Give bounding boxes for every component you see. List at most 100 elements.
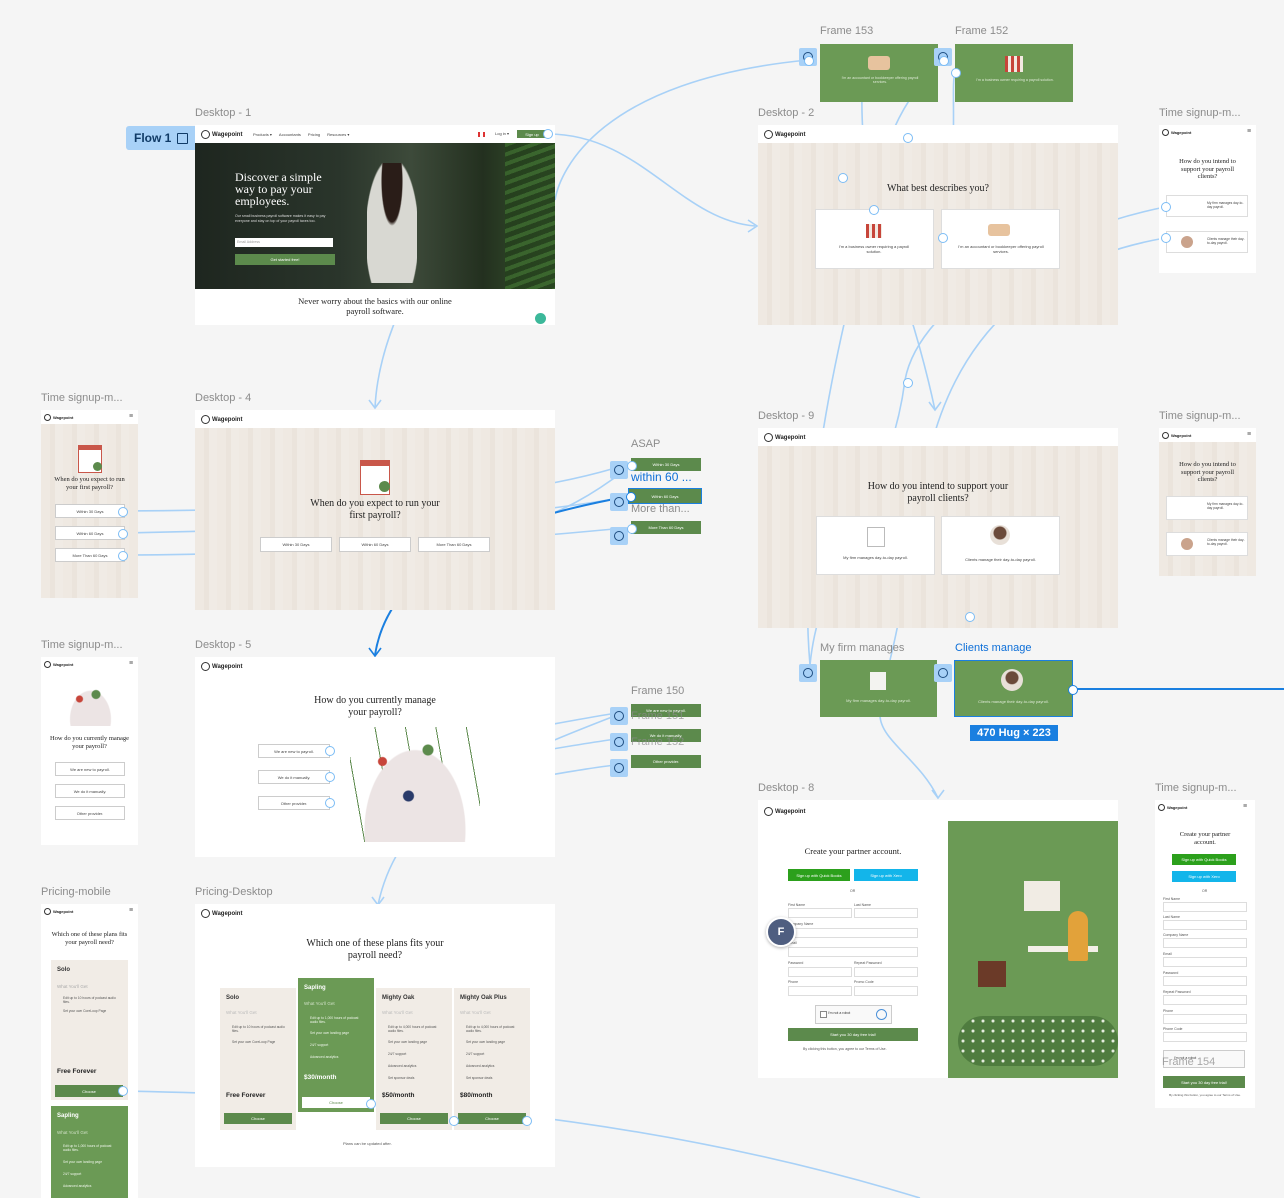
email-input[interactable]: Email Address	[235, 238, 333, 247]
flow-node[interactable]	[869, 205, 879, 215]
company-input[interactable]	[788, 928, 918, 938]
mini-new[interactable]: We are new to payroll.	[631, 704, 701, 717]
time4-opt-60[interactable]: Within 60 Days	[55, 526, 125, 540]
flow-node[interactable]	[366, 1099, 376, 1109]
flow-node[interactable]	[627, 524, 637, 534]
last-name-input[interactable]	[854, 908, 918, 918]
flow-node[interactable]	[938, 233, 948, 243]
frame-label-151[interactable]: Frame 151	[631, 710, 685, 722]
choose-solo-button[interactable]: Choose	[224, 1113, 292, 1124]
frame-desktop9[interactable]: Wagepoint How do you intend to support y…	[758, 428, 1118, 628]
flow-node[interactable]	[325, 798, 335, 808]
frame-time-mobile-top[interactable]: Wagepoint ≡ How do you intend to support…	[1159, 125, 1256, 273]
flow-node[interactable]	[838, 173, 848, 183]
frame-label-pricing-desktop[interactable]: Pricing-Desktop	[195, 886, 273, 898]
option-firm-manages[interactable]: My firm manages day-to-day payroll.	[816, 516, 935, 575]
frame-label-time-8[interactable]: Time signup-m...	[1155, 782, 1237, 794]
flow-node[interactable]	[118, 507, 128, 517]
option-accountant[interactable]: I'm an accountant or bookkeeper offering…	[941, 209, 1060, 269]
start-trial-button[interactable]: Start you 30 day free trial!	[788, 1028, 918, 1041]
frame-label-desktop8[interactable]: Desktop - 8	[758, 782, 815, 794]
flow-node[interactable]	[627, 461, 637, 471]
flow-node[interactable]	[543, 129, 553, 139]
time-top-opt1[interactable]: My firm manages day-to-day payroll.	[1166, 195, 1248, 217]
mini-within30[interactable]: Within 30 Days	[631, 458, 701, 471]
frame-label-desktop9[interactable]: Desktop - 9	[758, 410, 815, 422]
flow-node[interactable]	[325, 772, 335, 782]
mini-within60[interactable]: Within 60 Days	[628, 488, 702, 504]
frame-153[interactable]: I'm an accountant or bookkeeper offering…	[820, 44, 938, 102]
frame-label-desktop5[interactable]: Desktop - 5	[195, 639, 252, 651]
frame-desktop8[interactable]: Wagepoint Create your partner account. S…	[758, 800, 1118, 1078]
time-top-opt2[interactable]: Clients manage their day-to-day payroll.	[1166, 231, 1248, 253]
mobile-xero-button[interactable]: Sign up with Xero	[1172, 871, 1236, 882]
mobile5-opt-new[interactable]: We are new to payroll.	[55, 762, 125, 776]
collaborator-avatar[interactable]: F	[766, 917, 796, 947]
captcha-box[interactable]: I'm not a robot	[815, 1005, 892, 1024]
frame-label-morethan[interactable]: More than...	[631, 503, 690, 515]
mini-other[interactable]: Other provider.	[631, 755, 701, 768]
email-input[interactable]	[788, 947, 918, 957]
mini-manual[interactable]: We do it manually.	[631, 729, 701, 742]
frame-label-asap[interactable]: ASAP	[631, 438, 661, 450]
frame-my-firm[interactable]: My firm manages day-to-day payroll.	[820, 660, 937, 717]
flow-node[interactable]	[804, 56, 814, 66]
plan-card-sapling[interactable]: Sapling What You'll Get Edit up to 1,000…	[298, 978, 374, 1112]
chat-icon[interactable]	[535, 313, 546, 324]
flow-node[interactable]	[951, 68, 961, 78]
desktop4-opt-30[interactable]: Within 30 Days	[260, 537, 332, 552]
frame-desktop1[interactable]: Wagepoint Products ▾ Accountants Pricing…	[195, 125, 555, 325]
handle-other[interactable]	[610, 759, 628, 777]
mobile-input-phone[interactable]	[1163, 1014, 1247, 1024]
menu-icon[interactable]: ≡	[129, 660, 134, 667]
handle-clients[interactable]	[934, 664, 952, 682]
repeat-password-input[interactable]	[854, 967, 918, 977]
frame-desktop4[interactable]: Wagepoint When do you expect to run your…	[195, 410, 555, 610]
time-mid-opt2[interactable]: Clients manage their day-to-day payroll.	[1166, 532, 1248, 556]
phone-input[interactable]	[788, 986, 852, 996]
handle-manual[interactable]	[610, 733, 628, 751]
mobile-qb-button[interactable]: Sign up with Quick Books	[1172, 854, 1236, 865]
frame-label-150[interactable]: Frame 150	[631, 685, 685, 697]
frame-label-time-top[interactable]: Time signup-m...	[1159, 107, 1241, 119]
menu-icon[interactable]: ≡	[129, 413, 134, 420]
login-link[interactable]: Log in ▾	[495, 131, 510, 136]
time4-opt-more[interactable]: More Than 60 Days	[55, 548, 125, 562]
frame-desktop2[interactable]: Wagepoint What best describes you? I'm a…	[758, 125, 1118, 325]
flow-node[interactable]	[1161, 202, 1171, 212]
quickbooks-signup-button[interactable]: Sign up with Quick Books	[788, 869, 850, 881]
frame-label-152b[interactable]: Frame 152	[631, 736, 685, 748]
frame-label-time-5[interactable]: Time signup-m...	[41, 639, 123, 651]
mobile-input-first[interactable]	[1163, 902, 1247, 912]
desktop4-opt-more[interactable]: More Than 60 Days	[418, 537, 490, 552]
time-mid-opt1[interactable]: My firm manages day-to-day payroll.	[1166, 496, 1248, 520]
frame-label-within60[interactable]: within 60 ...	[631, 470, 692, 484]
nav-pricing[interactable]: Pricing	[307, 132, 321, 137]
mobile-solo-choose[interactable]: Choose	[55, 1085, 123, 1097]
flow-node[interactable]	[965, 612, 975, 622]
flow-node[interactable]	[449, 1116, 459, 1126]
flow-label[interactable]: Flow 1	[126, 126, 200, 150]
option-business-owner[interactable]: I'm a business owner requiring a payroll…	[815, 209, 934, 269]
desktop5-opt-new[interactable]: We are new to payroll.	[258, 744, 330, 758]
mobile-input-last[interactable]	[1163, 920, 1247, 930]
menu-icon[interactable]: ≡	[1247, 431, 1252, 438]
frame-pricing-mobile[interactable]: Wagepoint ≡ Which one of these plans fit…	[41, 904, 138, 1198]
frame-label-152[interactable]: Frame 152	[955, 25, 1009, 37]
flow-node[interactable]	[522, 1116, 532, 1126]
flow-node[interactable]	[325, 746, 335, 756]
promo-input[interactable]	[854, 986, 918, 996]
choose-mighty-oak-button[interactable]: Choose	[380, 1113, 448, 1124]
time4-opt-30[interactable]: Within 30 Days	[55, 504, 125, 518]
frame-152[interactable]: I'm a business owner requiring a payroll…	[955, 44, 1073, 102]
signup-button[interactable]: Sign up	[517, 130, 547, 138]
desktop5-opt-manual[interactable]: We do it manually.	[258, 770, 330, 784]
mobile-start-trial-button[interactable]: Start you 30 day free trial!	[1163, 1076, 1245, 1088]
frame-label-clients[interactable]: Clients manage	[955, 642, 1032, 654]
frame-label-pricing-mobile[interactable]: Pricing-mobile	[41, 886, 111, 898]
flow-node[interactable]	[903, 133, 913, 143]
mobile5-opt-other[interactable]: Other provider.	[55, 806, 125, 820]
choose-sapling-button[interactable]: Choose	[302, 1097, 370, 1108]
frame-mobile-8[interactable]: Wagepoint ≡ Create your partner account.…	[1155, 800, 1255, 1108]
flow-node[interactable]	[118, 529, 128, 539]
